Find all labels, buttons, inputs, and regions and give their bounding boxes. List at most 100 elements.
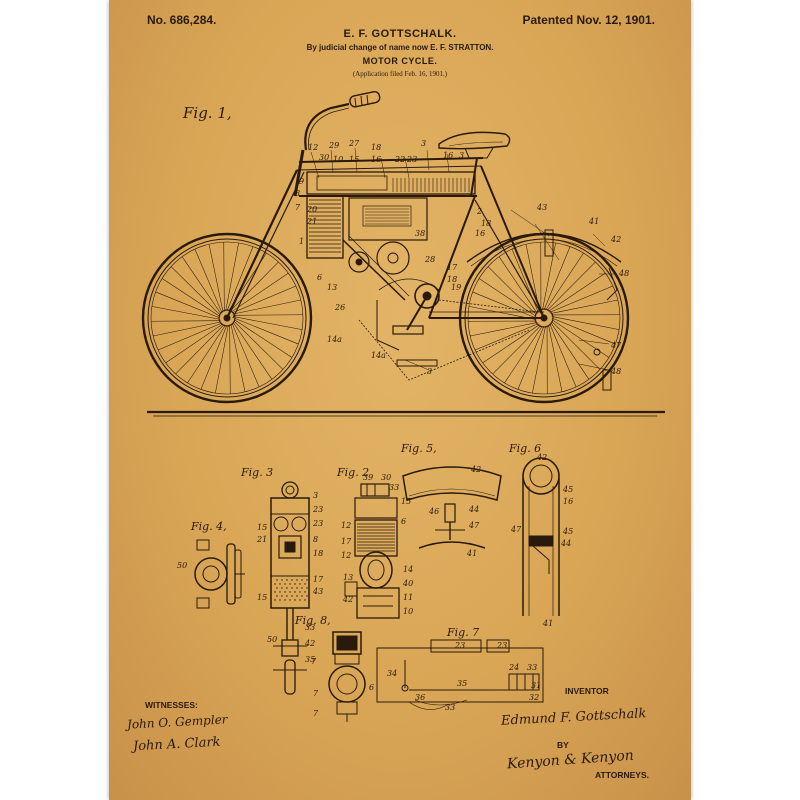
wheel-spoke bbox=[548, 272, 606, 312]
wheel-spoke bbox=[472, 291, 537, 319]
fig3-label: Fig. 3 bbox=[240, 466, 273, 479]
wheel-spoke bbox=[233, 314, 303, 316]
ref-num: 12 bbox=[341, 551, 351, 560]
wheel-spoke bbox=[549, 285, 614, 313]
ref-num: 21 bbox=[256, 535, 267, 544]
ref-num: 15 bbox=[257, 593, 267, 602]
stipple-dot bbox=[274, 591, 276, 593]
fig4-pulley bbox=[194, 539, 245, 609]
wheel-spoke bbox=[492, 325, 542, 375]
wheel-spoke bbox=[194, 248, 223, 314]
fig6-label: Fig. 6 bbox=[508, 442, 541, 455]
wheel-spoke bbox=[153, 321, 222, 337]
ref-num: 30 bbox=[381, 473, 391, 482]
patent-title: MOTOR CYCLE. bbox=[362, 56, 438, 66]
ref-num: 36 bbox=[415, 693, 425, 702]
stipple-dot bbox=[301, 579, 303, 581]
ref-num: 18 bbox=[371, 143, 381, 152]
ground-line bbox=[147, 410, 665, 417]
stipple-dot bbox=[291, 587, 293, 589]
stipple-dot bbox=[299, 591, 301, 593]
wheel-spoke bbox=[551, 320, 601, 370]
wheel-spoke bbox=[498, 256, 538, 314]
fig2-label: Fig. 2 bbox=[336, 466, 369, 479]
fig2-engine-section bbox=[344, 483, 400, 619]
wheel-spoke bbox=[517, 325, 545, 390]
stipple-dot bbox=[284, 591, 286, 593]
ref-num: 18 bbox=[447, 275, 457, 284]
wheel-spoke bbox=[200, 324, 228, 390]
ref-num: 6 bbox=[317, 273, 322, 282]
ref-num: 47 bbox=[610, 341, 622, 350]
wheel-spoke bbox=[161, 278, 221, 317]
stipple-dot bbox=[286, 595, 288, 597]
ref-num: 32 bbox=[529, 693, 539, 702]
wheel-spoke bbox=[229, 324, 231, 394]
stipple-dot bbox=[281, 587, 283, 589]
stipple-dot bbox=[289, 599, 291, 601]
ref-num: 3 bbox=[313, 491, 318, 500]
ref-num: 35 bbox=[305, 655, 315, 664]
fuel-tank bbox=[306, 171, 476, 195]
stipple-dot bbox=[296, 595, 298, 597]
wheel-spoke bbox=[542, 242, 556, 311]
ref-num: 41 bbox=[466, 549, 477, 558]
stipple-dot bbox=[301, 587, 303, 589]
ref-num: 16 bbox=[443, 151, 453, 160]
stipple-dot bbox=[286, 579, 288, 581]
ref-num: 45 bbox=[562, 527, 573, 536]
ref-num: 18 bbox=[313, 549, 323, 558]
ref-num: 42 bbox=[610, 235, 621, 244]
stipple-dot bbox=[279, 583, 281, 585]
wheel-spoke bbox=[233, 320, 284, 370]
stipple-dot bbox=[294, 591, 296, 593]
ref-num: 43 bbox=[312, 587, 323, 596]
ref-num: 15 bbox=[401, 497, 411, 506]
ref-num: 2 bbox=[476, 207, 482, 216]
stipple-dot bbox=[276, 595, 278, 597]
by-label: BY bbox=[557, 740, 569, 750]
ref-num: 21 bbox=[306, 217, 317, 226]
ref-num: 39 bbox=[363, 473, 373, 482]
ref-num: 42 bbox=[470, 465, 481, 474]
ref-num: 41 bbox=[588, 217, 599, 226]
wheel-spoke bbox=[229, 261, 279, 312]
ref-num: 17 bbox=[313, 575, 324, 584]
patent-drawing: Fig. 1, bbox=[141, 90, 665, 722]
ref-num: 47 bbox=[510, 525, 522, 534]
wheel-spoke bbox=[231, 285, 297, 314]
wheel-spoke bbox=[232, 321, 273, 380]
stipple-dot bbox=[299, 583, 301, 585]
stipple-dot bbox=[276, 587, 278, 589]
front-wheel bbox=[141, 232, 313, 404]
ref-num: 7 bbox=[313, 689, 319, 698]
wheel-spoke bbox=[230, 272, 289, 313]
inventor-label: INVENTOR bbox=[565, 686, 609, 696]
ref-num: 3 bbox=[427, 367, 432, 376]
ref-num: 18 bbox=[481, 219, 491, 228]
stipple-dot bbox=[291, 579, 293, 581]
ref-num: 33 bbox=[527, 663, 537, 672]
fig7-wiring-diagram bbox=[376, 639, 544, 710]
ref-num: 9 bbox=[299, 177, 304, 186]
ref-num: 16 bbox=[475, 229, 485, 238]
ref-num: 33 bbox=[305, 623, 315, 632]
ref-num: 12 bbox=[308, 143, 318, 152]
fig6-fork-section bbox=[522, 457, 560, 616]
fig1-label: Fig. 1, bbox=[182, 104, 232, 122]
stipple-dot bbox=[281, 595, 283, 597]
ref-num: 26 bbox=[334, 303, 345, 312]
ref-num: 46 bbox=[428, 507, 439, 516]
wheel-spoke bbox=[226, 246, 254, 312]
ref-num: 7 bbox=[295, 203, 301, 212]
stipple-dot bbox=[296, 579, 298, 581]
stipple-dot bbox=[276, 579, 278, 581]
ref-num: 42 bbox=[304, 639, 315, 648]
wheel-spoke bbox=[170, 266, 221, 316]
fig1-motorcycle: 12 29 27 18 3 30 10 15 16 22 23 16 3 9 8… bbox=[141, 90, 665, 417]
fig7-label: Fig. 7 bbox=[446, 626, 479, 639]
wheel-spoke bbox=[545, 252, 584, 311]
rear-stand bbox=[544, 229, 618, 391]
patent-date: Patented Nov. 12, 1901. bbox=[522, 13, 655, 27]
rear-fender bbox=[466, 232, 622, 263]
